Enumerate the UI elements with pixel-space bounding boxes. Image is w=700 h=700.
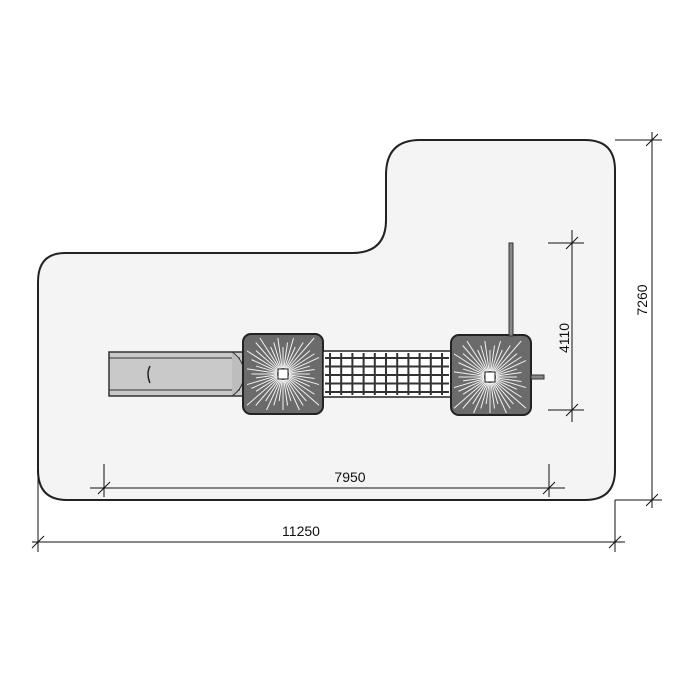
tower-left: [242, 333, 324, 415]
side-handle: [530, 374, 545, 380]
safety-area: [37, 139, 616, 501]
dimension-label-overall-width: 11250: [282, 523, 320, 539]
dimension-label-overall-depth: 7260: [634, 284, 650, 315]
fire-pole: [508, 242, 514, 337]
dimension-equipment-depth: [548, 230, 584, 422]
dimension-overall-depth: [615, 132, 662, 508]
dimension-overall-width: [31, 470, 625, 552]
tower-right: [450, 334, 532, 416]
net-bridge: [322, 350, 452, 398]
dimension-equipment-length: [90, 464, 565, 497]
dimension-label-equipment-length: 7950: [334, 469, 365, 485]
dimension-label-equipment-depth: 4110: [556, 323, 572, 353]
slide: [108, 351, 245, 397]
